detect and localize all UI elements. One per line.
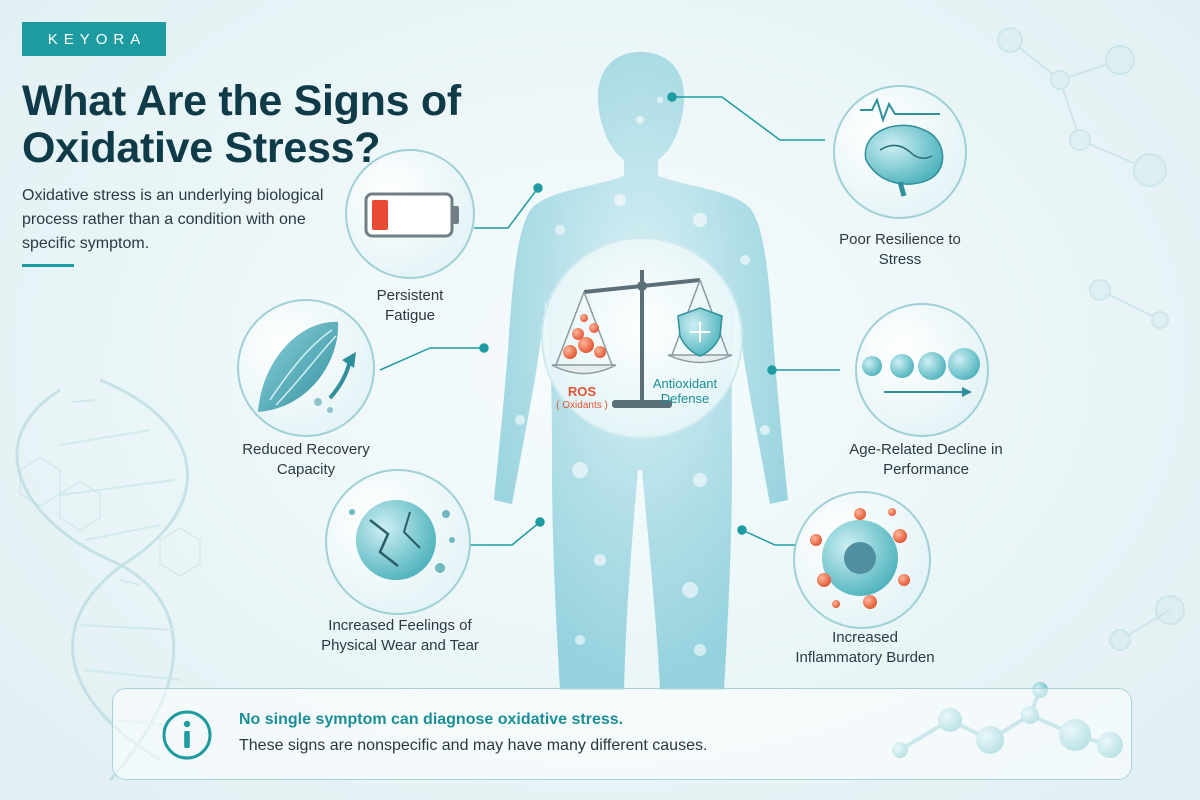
info-icon [162, 710, 212, 760]
ros-label: ROS [567, 384, 597, 399]
sign-label-aging: Age-Related Decline in Performance [849, 441, 1003, 478]
damaged-cell-icon [349, 500, 455, 580]
ros-molecules-icon [563, 314, 606, 359]
brand-logo: KEYORA [22, 22, 166, 56]
sign-bubble-inflammation [793, 491, 931, 629]
notice-box: No single symptom can diagnose oxidative… [112, 688, 1132, 780]
sign-label-wear: Increased Feelings of Physical Wear and … [321, 617, 479, 654]
intro-divider [22, 264, 74, 267]
molecule-decoration-icon [997, 27, 1185, 651]
sign-label-inflammation: Increased Inflammatory Burden [795, 629, 935, 666]
brain-icon [860, 97, 944, 197]
sign-bubble-recovery [237, 299, 375, 437]
molecule-decoration-icon [19, 457, 201, 577]
shield-icon [677, 307, 723, 357]
connector-lines [379, 92, 840, 546]
sign-bubble-aging [855, 303, 989, 437]
notice-heading: No single symptom can diagnose oxidative… [239, 711, 624, 728]
page-title: What Are the Signs of Oxidative Stress? [22, 77, 461, 172]
notice-body: These signs are nonspecific and may have… [239, 737, 708, 754]
battery-low-icon [364, 192, 459, 238]
sign-label-fatigue: Persistent Fatigue [376, 287, 444, 324]
sign-bubble-resilience [833, 85, 967, 219]
intro-text: Oxidative stress is an underlying biolog… [22, 187, 324, 252]
sign-bubble-fatigue [345, 149, 475, 279]
sign-label-resilience: Poor Resilience to Stress [839, 231, 961, 268]
muscle-icon [258, 321, 356, 413]
inflamed-cell-icon [810, 508, 910, 609]
balance-scale-icon [541, 237, 743, 439]
sign-label-recovery: Reduced Recovery Capacity [242, 441, 370, 478]
antioxidant-label: Antioxidant Defense [652, 376, 718, 406]
sign-bubble-wear [325, 469, 471, 615]
ros-sublabel: ( Oxidants ) [556, 400, 608, 411]
cell-aging-icon [862, 348, 980, 397]
